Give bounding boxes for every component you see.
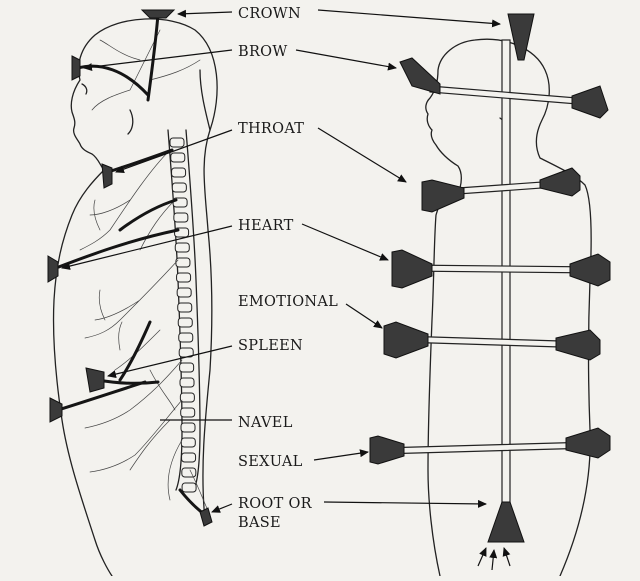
throat-cone-left — [421, 179, 465, 213]
brow-cone-right — [571, 85, 609, 119]
brow-cone-left — [399, 57, 441, 95]
vertebra — [170, 152, 186, 163]
spleen-arrow — [107, 345, 233, 379]
left-chakra-discs — [47, 9, 213, 527]
vertebra — [174, 242, 190, 253]
throat-cone-right — [539, 167, 581, 197]
left-navel-disc — [49, 397, 63, 423]
vertebra — [180, 407, 196, 418]
left-root-disc — [199, 507, 213, 527]
vertebra — [181, 467, 197, 478]
navel-nerve — [56, 380, 147, 412]
vertebra — [179, 377, 195, 388]
emotional-arrow — [345, 303, 383, 329]
leader-arrows — [61, 9, 501, 513]
heart-arrow-left — [61, 225, 233, 270]
label-brow: BROW — [238, 44, 288, 60]
vertebra — [180, 422, 196, 433]
vertebra — [178, 332, 194, 343]
left-crown-disc — [140, 9, 176, 19]
vertebra — [171, 167, 187, 178]
left-body-outline — [52, 18, 218, 577]
spine — [167, 129, 201, 493]
heart-cone-right — [569, 253, 611, 287]
emotional-cone-right — [555, 329, 601, 361]
left-ear — [127, 109, 134, 135]
vertebra — [176, 272, 192, 283]
left-throat-disc — [101, 163, 113, 189]
vertebra — [177, 317, 193, 328]
brow-nerve — [76, 64, 150, 97]
heart-nerve-upper — [118, 198, 178, 232]
left-spleen-disc — [85, 367, 105, 393]
left-figure — [47, 9, 218, 577]
label-emotional: EMOTIONAL — [238, 294, 338, 310]
vertebra — [177, 302, 193, 313]
label-throat: THROAT — [238, 121, 304, 137]
spleen-nerve-lower — [96, 378, 160, 385]
vertebra — [181, 452, 197, 463]
sexual-cone-right — [565, 427, 611, 459]
left-chakra-connectors — [54, 12, 206, 516]
root-arrow-right — [323, 499, 487, 508]
vertebra — [181, 482, 197, 493]
label-navel: NAVEL — [238, 415, 293, 431]
vertebra — [179, 362, 195, 373]
label-spleen: SPLEEN — [238, 338, 303, 354]
sexual-channel — [379, 441, 593, 455]
brow-arrow-right — [295, 49, 397, 71]
emotional-cone-left — [383, 321, 429, 359]
throat-arrow-left — [115, 129, 233, 174]
sexual-cone-left — [369, 435, 405, 465]
left-neck-line — [199, 69, 211, 131]
label-crown: CROWN — [238, 6, 301, 22]
root-cone — [487, 501, 525, 543]
crown-nerve — [146, 12, 160, 102]
label-sexual: SEXUAL — [238, 454, 303, 470]
chakra-cones — [369, 13, 611, 543]
throat-arrow-right — [317, 127, 407, 183]
base-arrows — [477, 547, 511, 571]
vertebra — [175, 257, 191, 268]
vertebra — [173, 212, 189, 223]
crown-cone — [507, 13, 535, 61]
root-arrow-left — [211, 503, 233, 513]
vertebra — [180, 437, 196, 448]
brow-arrow-left — [83, 49, 233, 72]
vertebra — [169, 137, 185, 148]
heart-arrow-right — [301, 223, 389, 261]
label-heart: HEART — [238, 218, 294, 234]
central-channel — [501, 39, 511, 511]
left-eye — [81, 83, 88, 95]
vertebra — [179, 392, 195, 403]
throat-nerve — [106, 148, 174, 174]
sexual-arrow — [313, 449, 369, 461]
left-brow-disc — [71, 55, 81, 81]
crown-arrow-right — [317, 9, 501, 28]
label-root-line1: ROOT OR — [238, 496, 313, 512]
right-figure — [369, 13, 611, 577]
heart-cone-left — [391, 249, 433, 289]
left-heart-disc — [47, 255, 59, 283]
labels: CROWN BROW THROAT HEART EMOTIONAL SPLEEN… — [238, 6, 338, 531]
heart-nerve — [54, 228, 180, 270]
crown-arrow-left — [177, 9, 233, 18]
spleen-nerve — [118, 320, 152, 382]
vertebra — [171, 182, 187, 193]
label-root-line2: BASE — [238, 515, 281, 531]
vertebra — [176, 287, 192, 298]
